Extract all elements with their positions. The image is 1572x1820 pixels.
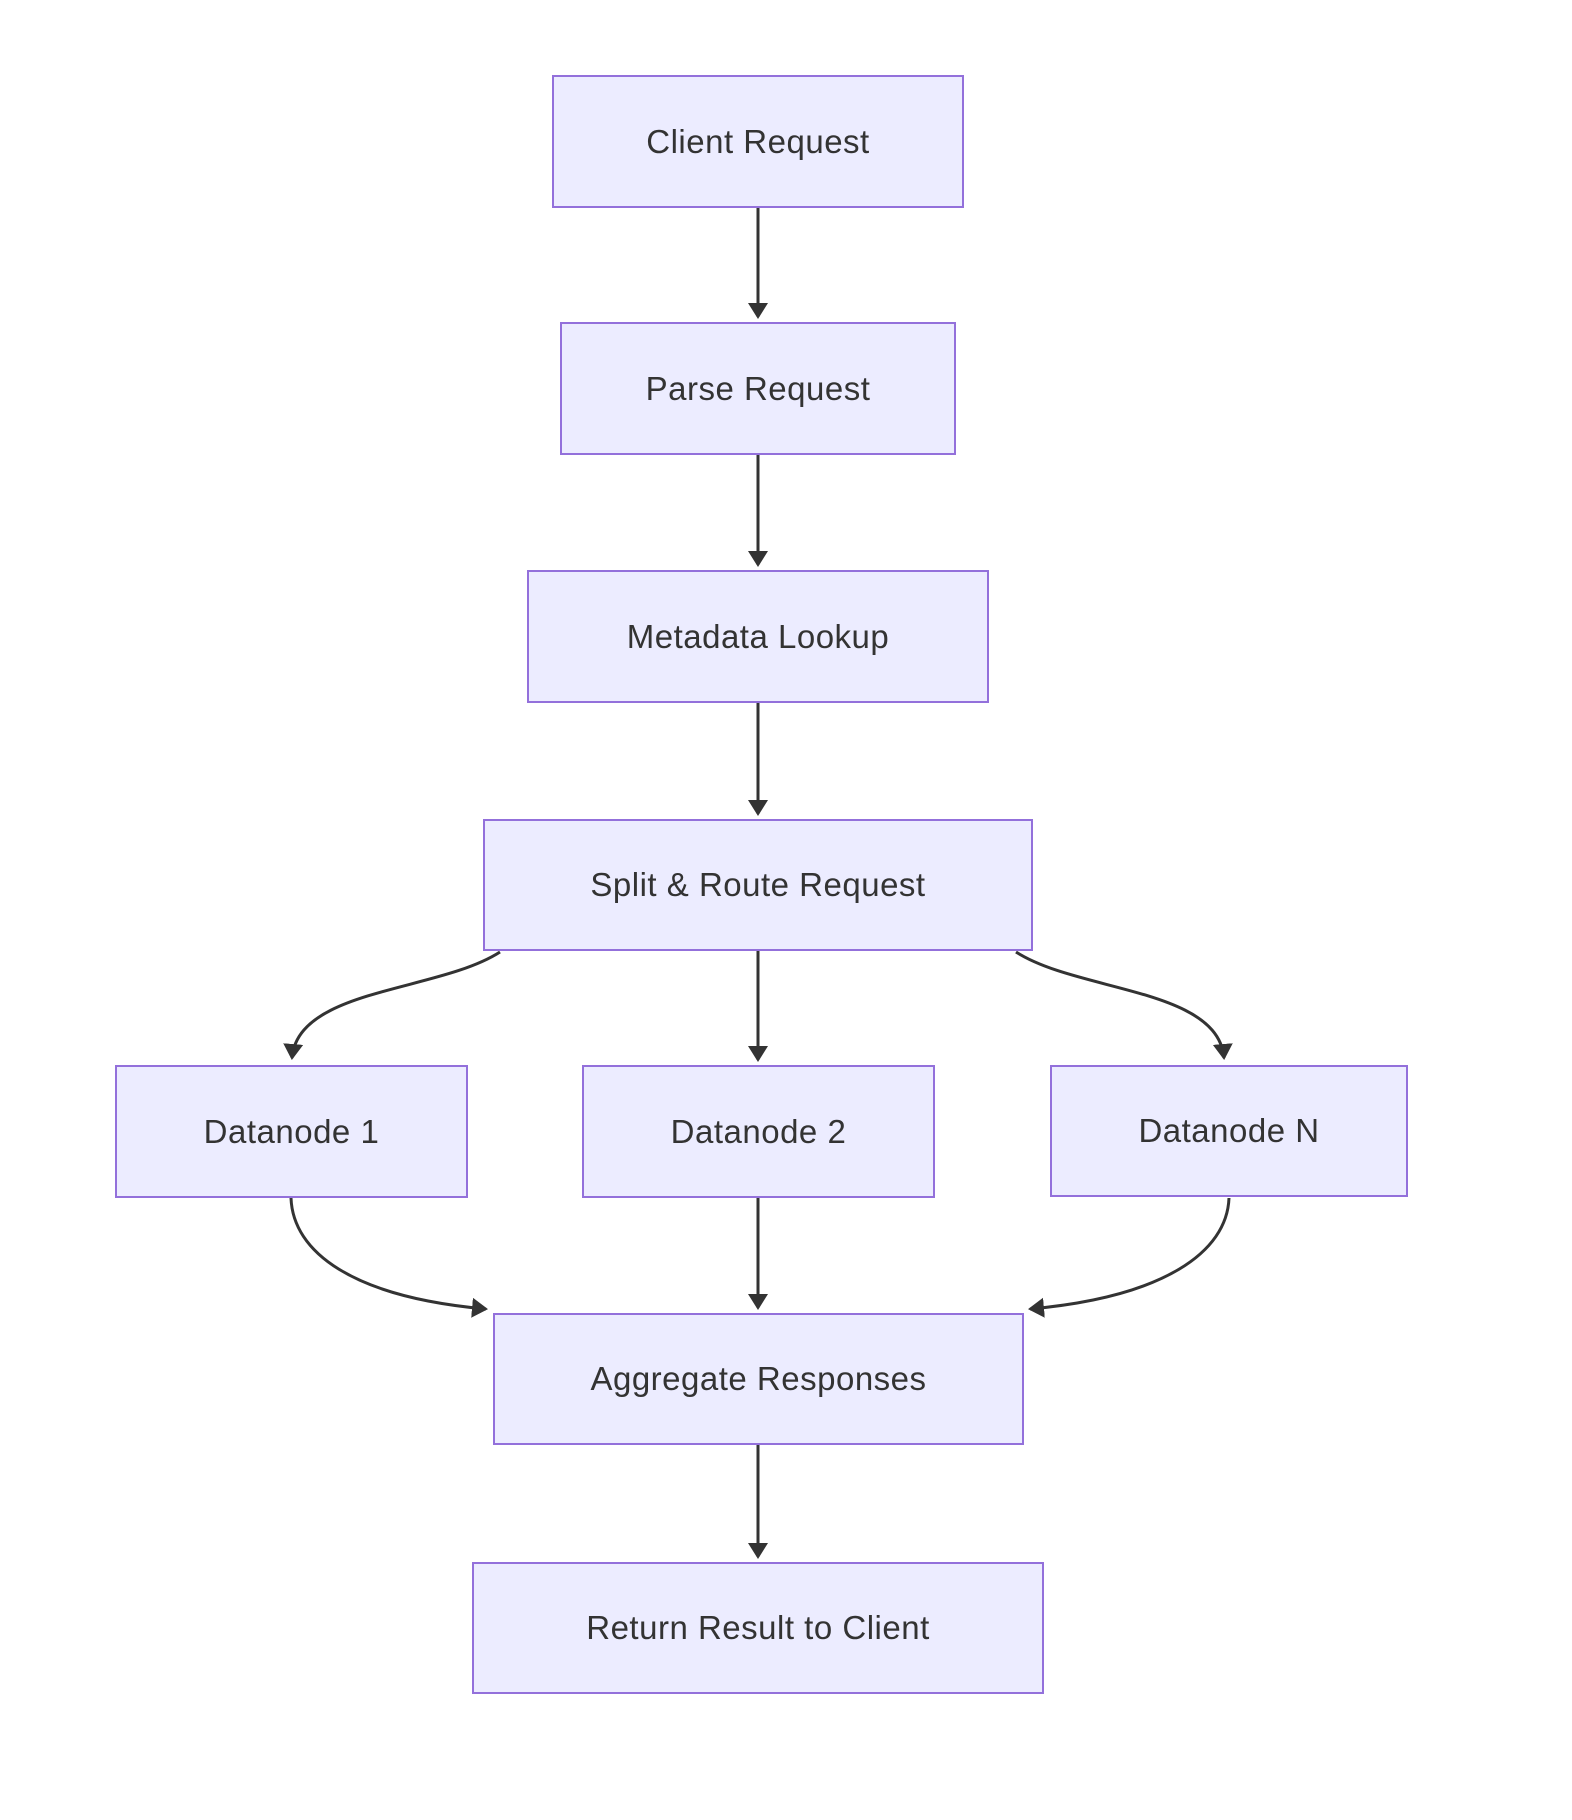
node-split-route-request: Split & Route Request (483, 819, 1033, 951)
edge-split-to-datanodeN (1015, 950, 1233, 1060)
node-datanode-n: Datanode N (1050, 1065, 1408, 1197)
node-datanode-1: Datanode 1 (115, 1065, 468, 1198)
node-aggregate-responses: Aggregate Responses (493, 1313, 1024, 1445)
edge-datanodeN-to-aggregate (1028, 1197, 1231, 1318)
edge-split-to-datanode1 (283, 950, 501, 1060)
node-metadata-lookup-label: Metadata Lookup (626, 617, 890, 655)
node-datanode-1-label: Datanode 1 (203, 1112, 380, 1150)
node-aggregate-responses-label: Aggregate Responses (590, 1360, 927, 1397)
node-parse-request-label: Parse Request (645, 369, 871, 407)
node-parse-request: Parse Request (560, 322, 956, 455)
node-datanode-n-label: Datanode N (1138, 1112, 1320, 1149)
node-metadata-lookup: Metadata Lookup (527, 570, 989, 703)
node-return-result-label: Return Result to Client (586, 1609, 930, 1646)
node-datanode-2: Datanode 2 (582, 1065, 935, 1198)
node-datanode-2-label: Datanode 2 (670, 1112, 847, 1150)
edge-datanode1-to-aggregate (289, 1197, 488, 1318)
node-client-request: Client Request (552, 75, 964, 208)
node-return-result: Return Result to Client (472, 1562, 1044, 1694)
node-client-request-label: Client Request (646, 122, 870, 160)
node-split-route-request-label: Split & Route Request (590, 866, 926, 903)
